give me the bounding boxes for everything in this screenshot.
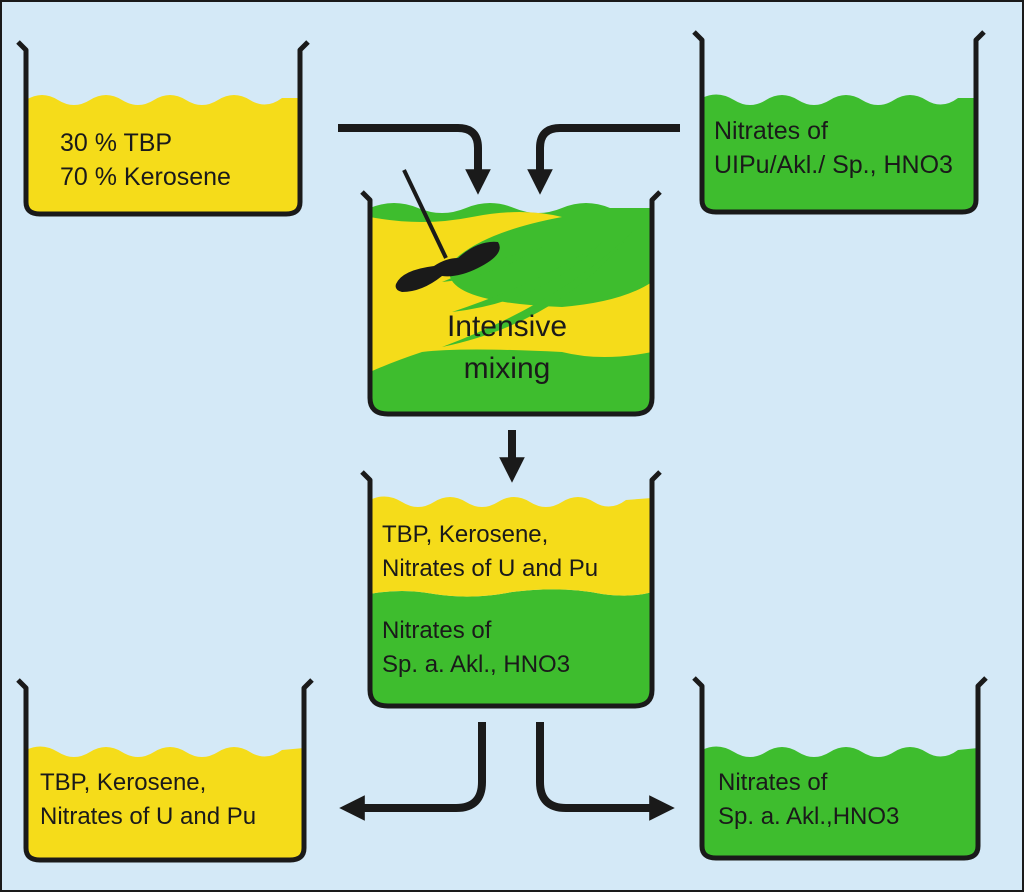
mixer-label: Intensive mixing	[407, 306, 607, 390]
organic-product-label: TBP, Kerosene, Nitrates of U and Pu	[40, 766, 256, 834]
arrow-settler-to-aqueous-product	[536, 722, 675, 821]
organic-feed-line-1: 30 % TBP	[60, 129, 173, 157]
aqueous-product-line-1: Nitrates of	[718, 769, 828, 796]
settler-upper-label: TBP, Kerosene, Nitrates of U and Pu	[382, 518, 598, 586]
aqueous-feed-beaker	[692, 30, 986, 215]
settler-lower-label: Nitrates of Sp. a. Akl., HNO3	[382, 614, 570, 682]
organic-feed-label: 30 % TBP 70 % Kerosene	[60, 126, 231, 194]
organic-product-line-1: TBP, Kerosene,	[40, 769, 207, 796]
organic-feed-line-2: 70 % Kerosene	[60, 163, 231, 191]
aqueous-feed-line-1: Nitrates of	[714, 117, 828, 145]
mixer-beaker	[360, 169, 662, 417]
aqueous-product-beaker	[692, 676, 988, 861]
aqueous-product-label: Nitrates of Sp. a. Akl.,HNO3	[718, 766, 899, 834]
arrow-organic-to-mixer	[338, 124, 491, 195]
mixer-line-1: Intensive	[446, 310, 568, 343]
settler-upper-line-1: TBP, Kerosene,	[382, 521, 549, 548]
organic-product-beaker	[16, 678, 314, 863]
stirrer-shaft	[402, 169, 448, 259]
aqueous-feed-line-2: UIPu/Akl./ Sp., HNO3	[714, 151, 953, 179]
arrow-settler-to-organic-product	[339, 722, 486, 821]
settler-lower-line-2: Sp. a. Akl., HNO3	[382, 651, 571, 678]
settler-beaker	[360, 470, 662, 709]
mixer-line-2: mixing	[463, 352, 551, 385]
organic-feed-beaker	[16, 40, 310, 217]
settler-lower-line-1: Nitrates of	[382, 617, 492, 644]
aqueous-feed-label: Nitrates of UIPu/Akl./ Sp., HNO3	[714, 114, 953, 182]
aqueous-product-line-2: Sp. a. Akl.,HNO3	[718, 803, 900, 830]
stirrer-blade	[395, 241, 500, 292]
arrow-aqueous-to-mixer	[527, 124, 680, 195]
settler-upper-line-2: Nitrates of U and Pu	[382, 555, 599, 582]
organic-product-line-2: Nitrates of U and Pu	[40, 803, 257, 830]
